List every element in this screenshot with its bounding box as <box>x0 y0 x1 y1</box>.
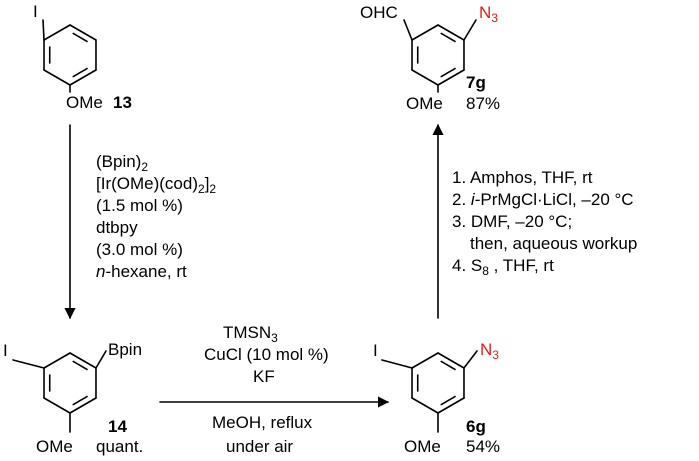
c7g-ring-double-bond <box>440 32 456 43</box>
step3-line-4: then, aqueous workup <box>470 234 638 253</box>
step2-catalyst: CuCl (10 mol %) <box>204 345 329 364</box>
c13-ring-double-bond <box>72 67 88 78</box>
c7g-ring-bond <box>437 69 465 86</box>
c7g-ring-substituent-bond <box>403 19 413 41</box>
step2-reagent-tmsn3: TMSN3 <box>223 323 278 345</box>
step3-line-5: 4. S8 , THF, rt <box>452 256 554 278</box>
c13-ring-bond <box>69 24 97 41</box>
step1-catalyst-loading: (1.5 mol %) <box>96 196 183 215</box>
step2-atmosphere: under air <box>226 437 294 456</box>
step2-solvent-conditions: MeOH, reflux <box>212 413 313 432</box>
c14-methoxy-label: OMe <box>36 437 73 456</box>
c6g-compound-number: 6g <box>466 417 486 436</box>
c13-ring-double-bond <box>72 32 88 43</box>
c6g-iodo-label: I <box>373 341 378 360</box>
step3-line-3: 3. DMF, –20 °C; <box>452 212 573 231</box>
c14-ring-bond <box>69 352 97 369</box>
c6g-ring-bond <box>437 397 465 414</box>
c7g-yield: 87% <box>466 94 501 113</box>
step1-reagent-b2pin2: (Bpin)2 <box>96 152 149 174</box>
step3-line-1: 1. Amphos, THF, rt <box>452 168 593 187</box>
c6g-ring-double-bond <box>440 395 456 406</box>
c6g-ring-double-bond <box>440 360 456 371</box>
c13-iodo-label: I <box>33 2 38 21</box>
step1-reagent-ir-catalyst: [Ir(OMe)(cod)2]2 <box>96 174 217 196</box>
c13-ring-substituent-bond <box>42 19 45 41</box>
c6g-yield: 54% <box>466 437 501 456</box>
c14-ring-bond <box>43 397 71 414</box>
c7g-azide-label: N3 <box>479 3 498 25</box>
step3-line-2: 2. i-PrMgCl·LiCl, –20 °C <box>452 190 634 209</box>
c7g-ring-double-bond <box>440 67 456 78</box>
step1-ligand-loading: (3.0 mol %) <box>96 240 183 259</box>
step1-ligand: dtbpy <box>96 218 138 237</box>
c14-iodo-label: I <box>3 341 8 360</box>
c6g-ring-substituent-bond <box>463 350 478 369</box>
step1-solvent: n-hexane, rt <box>96 262 187 281</box>
c7g-ring-bond <box>411 69 439 86</box>
c14-yield: quant. <box>96 437 144 456</box>
c14-compound-number: 14 <box>108 417 127 436</box>
c7g-ring-bond <box>437 24 465 41</box>
step2-additive: KF <box>253 367 275 386</box>
c13-compound-number: 13 <box>113 93 132 112</box>
c13-ring-bond <box>43 24 71 41</box>
c6g-ring-substituent-bond <box>381 359 413 369</box>
c6g-ring-bond <box>437 352 465 369</box>
c14-ring-double-bond <box>72 360 88 371</box>
c6g-azide-label: N3 <box>480 340 499 362</box>
c14-ring-bond <box>43 352 71 369</box>
c6g-ring-bond <box>411 397 439 414</box>
c7g-aldehyde-label: OHC <box>360 3 398 22</box>
c13-ring-bond <box>69 69 97 86</box>
c13-ring-bond <box>43 69 71 86</box>
c7g-ring-bond <box>411 24 439 41</box>
c7g-methoxy-label: OMe <box>406 94 443 113</box>
c14-ring-substituent-bond <box>95 350 107 369</box>
c7g-ring-substituent-bond <box>463 19 477 41</box>
c14-ring-bond <box>69 397 97 414</box>
c14-ring-double-bond <box>72 395 88 406</box>
c13-methoxy-label: OMe <box>66 93 103 112</box>
c6g-ring-bond <box>411 352 439 369</box>
c14-bpin-label: Bpin <box>108 340 143 359</box>
c14-ring-substituent-bond <box>12 359 45 369</box>
c7g-compound-number: 7g <box>466 73 486 92</box>
c6g-methoxy-label: OMe <box>404 437 441 456</box>
